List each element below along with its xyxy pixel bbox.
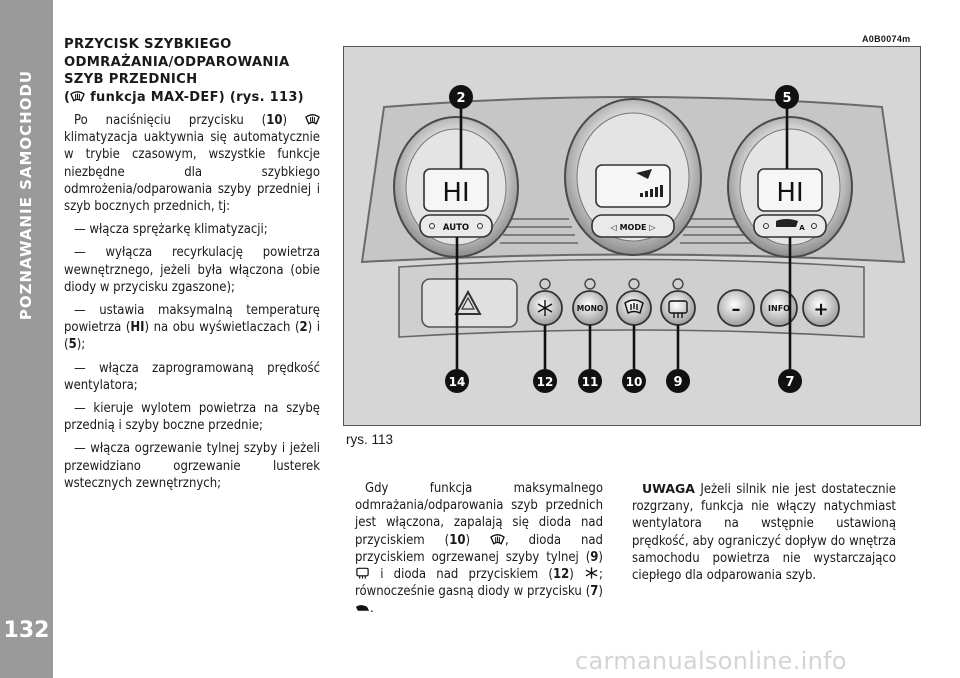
mono-button[interactable]: MONO [572, 278, 608, 326]
section-heading: PRZYCISK SZYBKIEGO ODMRAŻANIA/ODPAROWANI… [64, 36, 320, 106]
bullet-fan: — włącza zaprogramowaną prędkość wentyla… [64, 360, 320, 393]
heading-line-3: SZYB PRZEDNICH [64, 72, 198, 87]
vent-grille-left [500, 218, 578, 244]
callout-11: 11 [578, 369, 602, 393]
bullet-rear-heating: — włącza ogrzewanie tylnej szyby i jeżel… [64, 441, 320, 491]
defrost-front-icon [490, 533, 505, 545]
bullet-compressor: — włącza sprężarkę klimatyzacji; [74, 222, 268, 238]
display-left-value: HI [442, 178, 469, 208]
right-column: UWAGA Jeżeli silnik nie jest dostateczni… [632, 480, 896, 584]
figure-code: A0B0074m [862, 34, 911, 44]
callout-10: 10 [622, 369, 646, 393]
mono-label: MONO [577, 304, 604, 313]
fan-plus-button[interactable]: + [802, 289, 840, 327]
warning-label: UWAGA [642, 481, 695, 496]
callout-5: 5 [775, 85, 799, 109]
recirculation-a-label: A [799, 224, 805, 232]
minus-label: – [732, 299, 741, 320]
callout-12: 12 [533, 369, 557, 393]
callout-7: 7 [778, 369, 802, 393]
middle-column: Gdy funkcja maksymalnego odmrażania/odpa… [355, 480, 603, 618]
mode-knob-center[interactable] [564, 98, 702, 256]
page-number: 132 [3, 618, 50, 643]
figure-caption: rys. 113 [346, 432, 394, 447]
callout-14: 14 [445, 369, 469, 393]
section-title-wrap: POZNAWANIE SAMOCHODU [8, 30, 44, 360]
bullet-recirculation: — wyłącza recyrkulację powietrza wewnętr… [64, 245, 320, 295]
max-def-button[interactable] [616, 278, 652, 326]
snowflake-icon [537, 300, 553, 316]
svg-text:5: 5 [782, 91, 791, 106]
climate-panel-illustration: HI HI AUTO ◁ MODE ▷ A MONO [344, 47, 920, 425]
recirculation-icon [355, 605, 370, 612]
heading-line-2: ODMRAŻANIA/ODPAROWANIA [64, 54, 290, 70]
heading-line-1: PRZYCISK SZYBKIEGO [64, 37, 232, 52]
callout-leaders [455, 103, 792, 369]
auto-label: AUTO [443, 223, 469, 233]
snowflake-icon [585, 567, 598, 579]
temp-knob-left[interactable] [393, 116, 519, 258]
callout-2: 2 [449, 85, 473, 109]
svg-text:12: 12 [537, 375, 554, 389]
left-column: PRZYCISK SZYBKIEGO ODMRAŻANIA/ODPAROWANI… [64, 36, 320, 492]
display-right-value: HI [776, 178, 803, 208]
defrost-rear-icon [668, 300, 688, 318]
svg-text:14: 14 [449, 375, 466, 389]
defrost-front-icon [624, 299, 644, 314]
svg-text:10: 10 [626, 375, 643, 389]
watermark: carmanualsonline.info [575, 647, 847, 675]
mode-label: ◁ MODE ▷ [610, 223, 657, 232]
defrost-rear-icon [356, 567, 369, 579]
svg-text:9: 9 [673, 375, 682, 390]
intro-paragraph: Po naciśnięciu przycisku (10) klimatyzac… [64, 113, 320, 215]
side-band: POZNAWANIE SAMOCHODU 132 [0, 0, 53, 678]
heading-line-4: ( funkcja MAX-DEF) (rys. 113) [64, 89, 304, 105]
plus-label: + [813, 299, 828, 320]
bullet-temperature: — ustawia maksymalną temperaturę powietr… [64, 303, 320, 353]
max-def-active-paragraph: Gdy funkcja maksymalnego odmrażania/odpa… [355, 481, 603, 617]
climate-panel-figure: HI HI AUTO ◁ MODE ▷ A MONO [343, 46, 921, 426]
svg-text:11: 11 [582, 375, 599, 389]
svg-text:7: 7 [785, 375, 794, 390]
info-button[interactable]: INFO [760, 289, 798, 327]
section-title: POZNAWANIE SAMOCHODU [17, 69, 36, 321]
fan-minus-button[interactable]: – [717, 289, 755, 327]
defrost-front-icon [70, 90, 86, 102]
callout-9: 9 [666, 369, 690, 393]
hazard-button[interactable] [421, 278, 518, 328]
info-label: INFO [768, 304, 790, 313]
warning-paragraph: UWAGA Jeżeli silnik nie jest dostateczni… [632, 481, 896, 584]
vent-grille-right [680, 218, 758, 244]
rear-defrost-button[interactable] [660, 278, 696, 326]
svg-text:2: 2 [456, 91, 465, 106]
bullet-air-outlet: — kieruje wylotem powietrza na szybę prz… [64, 401, 320, 434]
defrost-front-icon [305, 114, 320, 125]
